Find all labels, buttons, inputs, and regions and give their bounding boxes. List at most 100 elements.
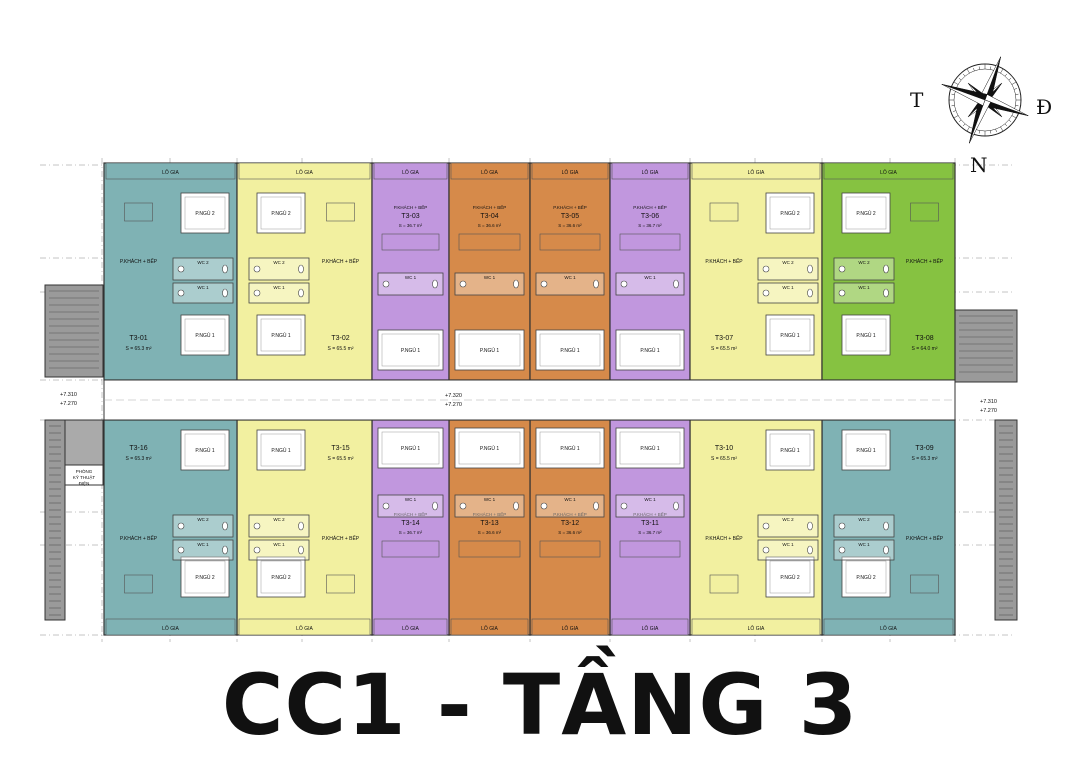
compass-tick — [1004, 73, 1008, 77]
unit-id: T3-10 — [715, 445, 733, 452]
bedroom-1 — [256, 314, 306, 356]
bedroom-1-bed — [769, 433, 811, 467]
wc-2-fixture — [177, 265, 185, 273]
living-kitchen-label: P.KHÁCH + BẾP — [473, 511, 507, 517]
wc-1-label: WC 1 — [644, 275, 656, 280]
bedroom-1 — [615, 329, 685, 371]
living-kitchen-label: P.KHÁCH + BẾP — [705, 535, 743, 542]
unit-id: T3-06 — [641, 213, 659, 220]
wc-2-label: WC 2 — [858, 517, 870, 522]
balcony — [691, 618, 821, 636]
compass-west-label: T — [910, 88, 924, 112]
bedroom-2-label: P.NGỦ 2 — [780, 574, 800, 581]
wc-1-fixture — [620, 502, 628, 510]
living-kitchen-label: P.KHÁCH + BẾP — [120, 535, 158, 542]
unit-id: T3-04 — [480, 213, 498, 220]
bedroom-2-bed — [184, 196, 226, 230]
wc-1-label: WC 1 — [197, 542, 209, 547]
wc-2-fixture — [762, 265, 770, 273]
wc-2-fixture — [177, 522, 185, 530]
wc-2 — [248, 514, 310, 538]
unit-id: T3-09 — [915, 445, 933, 452]
bedroom-2-label: P.NGỦ 2 — [195, 210, 215, 217]
bedroom-1-label: P.NGỦ 1 — [640, 445, 660, 452]
unit-area: S = 65.3 m² — [126, 456, 152, 462]
bedroom-1 — [841, 429, 891, 471]
bedroom-1-label: P.NGỦ 1 — [480, 445, 500, 452]
balcony-label: LÔ GIA — [880, 169, 897, 176]
bedroom-1-label: P.NGỦ 1 — [401, 347, 421, 354]
bedroom-2-bed — [260, 560, 302, 594]
compass-tick — [1014, 88, 1018, 90]
unit-area: S = 36.7 m² — [399, 530, 423, 535]
wc-2 — [833, 514, 895, 538]
bedroom-1 — [377, 329, 444, 371]
compass-tick — [962, 73, 966, 77]
wc-1 — [833, 539, 895, 561]
wc-2-fixture — [253, 522, 261, 530]
balcony — [691, 162, 821, 180]
wc-2 — [248, 257, 310, 281]
wc-2-fixture — [253, 265, 261, 273]
kitchen-counter — [458, 233, 521, 251]
compass-tick — [958, 77, 962, 81]
balcony-label: LÔ GIA — [402, 625, 419, 632]
wc-2 — [172, 257, 234, 281]
wc-1 — [172, 282, 234, 304]
balcony-label: LÔ GIA — [402, 169, 419, 176]
electrical-room-label: ĐIỆN — [79, 479, 90, 486]
level-right-bottom: +7.270 — [980, 408, 997, 414]
wc-1 — [757, 539, 819, 561]
wc-2 — [757, 257, 819, 281]
wc-1-label: WC 1 — [564, 275, 576, 280]
level-left-top: +7.310 — [60, 392, 77, 398]
compass-tick — [966, 68, 970, 74]
level-left-bottom: +7.270 — [60, 401, 77, 407]
balcony-label: LÔ GIA — [481, 169, 498, 176]
living-kitchen-label: P.KHÁCH + BẾP — [322, 258, 360, 265]
bedroom-1-bed — [381, 333, 440, 367]
wc-1 — [377, 494, 444, 518]
bedroom-1 — [180, 314, 230, 356]
bedroom-2-label: P.NGỦ 2 — [856, 574, 876, 581]
balcony — [823, 162, 954, 180]
apartment-units: LÔ GIA P.NGỦ 2 P.NGỦ 1 WC 2 WC 1 P.KHÁCH + BẾ… — [103, 162, 956, 636]
balcony-label: LÔ GIA — [562, 625, 579, 632]
wc-1 — [833, 282, 895, 304]
bedroom-2-bed — [260, 196, 302, 230]
wc-1-fixture — [540, 280, 548, 288]
wc-1-fixture — [382, 280, 390, 288]
compass-point — [969, 99, 991, 144]
sofa-icon — [910, 574, 939, 594]
wc-1-label: WC 1 — [564, 497, 576, 502]
compass-tick — [1008, 119, 1012, 123]
unit-area: S = 65.5 m² — [328, 456, 354, 462]
balcony-label: LÔ GIA — [162, 169, 179, 176]
wc-1-label: WC 1 — [782, 542, 794, 547]
bedroom-1 — [454, 329, 525, 371]
living-kitchen-label: P.KHÁCH + BẾP — [553, 511, 587, 517]
wc-1-label: WC 1 — [484, 497, 496, 502]
electrical-room — [64, 464, 104, 486]
bedroom-1-bed — [845, 433, 887, 467]
wc-1-fixture — [459, 280, 467, 288]
bedroom-1-label: P.NGỦ 1 — [195, 447, 215, 454]
bedroom-1-label: P.NGỦ 1 — [271, 447, 291, 454]
wc-1-label: WC 1 — [197, 285, 209, 290]
compass-tick — [1004, 123, 1008, 127]
sofa-icon — [124, 202, 153, 222]
kitchen-counter — [458, 540, 521, 558]
wc-1-fixture — [298, 545, 304, 555]
wc-1 — [757, 282, 819, 304]
compass-tick — [978, 130, 980, 134]
living-kitchen-label: P.KHÁCH + BẾP — [906, 258, 944, 265]
level-center-bottom: +7.270 — [445, 402, 462, 408]
balcony — [450, 162, 529, 180]
unit-area: S = 36.6 m² — [478, 530, 502, 535]
wc-1-fixture — [177, 546, 185, 554]
wc-1-label: WC 1 — [273, 285, 285, 290]
